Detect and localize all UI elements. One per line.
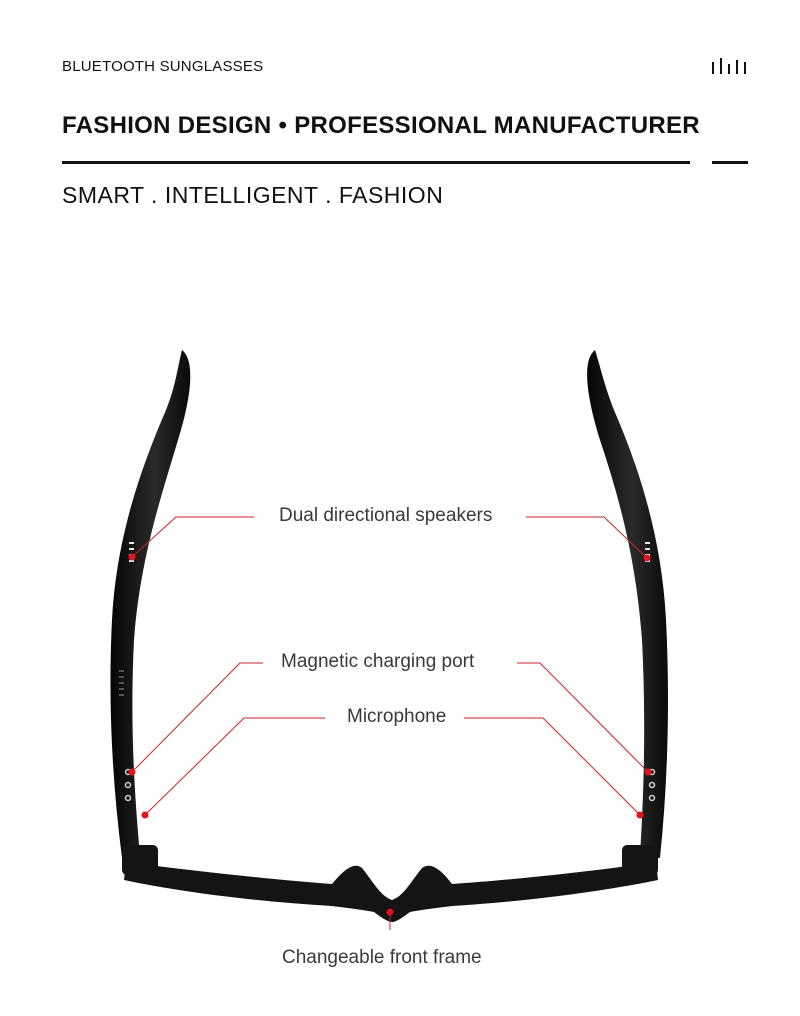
divider-long xyxy=(62,161,690,164)
headline: FASHION DESIGN • PROFESSIONAL MANUFACTUR… xyxy=(62,112,700,139)
left-temple-arm xyxy=(110,350,191,858)
subheadline: SMART . INTELLIGENT . FASHION xyxy=(62,182,444,208)
callout-speakers: Dual directional speakers xyxy=(279,505,493,526)
equalizer-bars-icon xyxy=(712,58,746,74)
brand-title: BLUETOOTH SUNGLASSES xyxy=(62,58,264,75)
right-temple-arm xyxy=(587,350,668,858)
sunglasses-illustration xyxy=(110,350,668,930)
callout-charging-port: Magnetic charging port xyxy=(281,651,475,672)
callout-front-frame: Changeable front frame xyxy=(282,947,482,968)
callout-microphone: Microphone xyxy=(347,706,447,727)
divider-short xyxy=(712,161,748,164)
